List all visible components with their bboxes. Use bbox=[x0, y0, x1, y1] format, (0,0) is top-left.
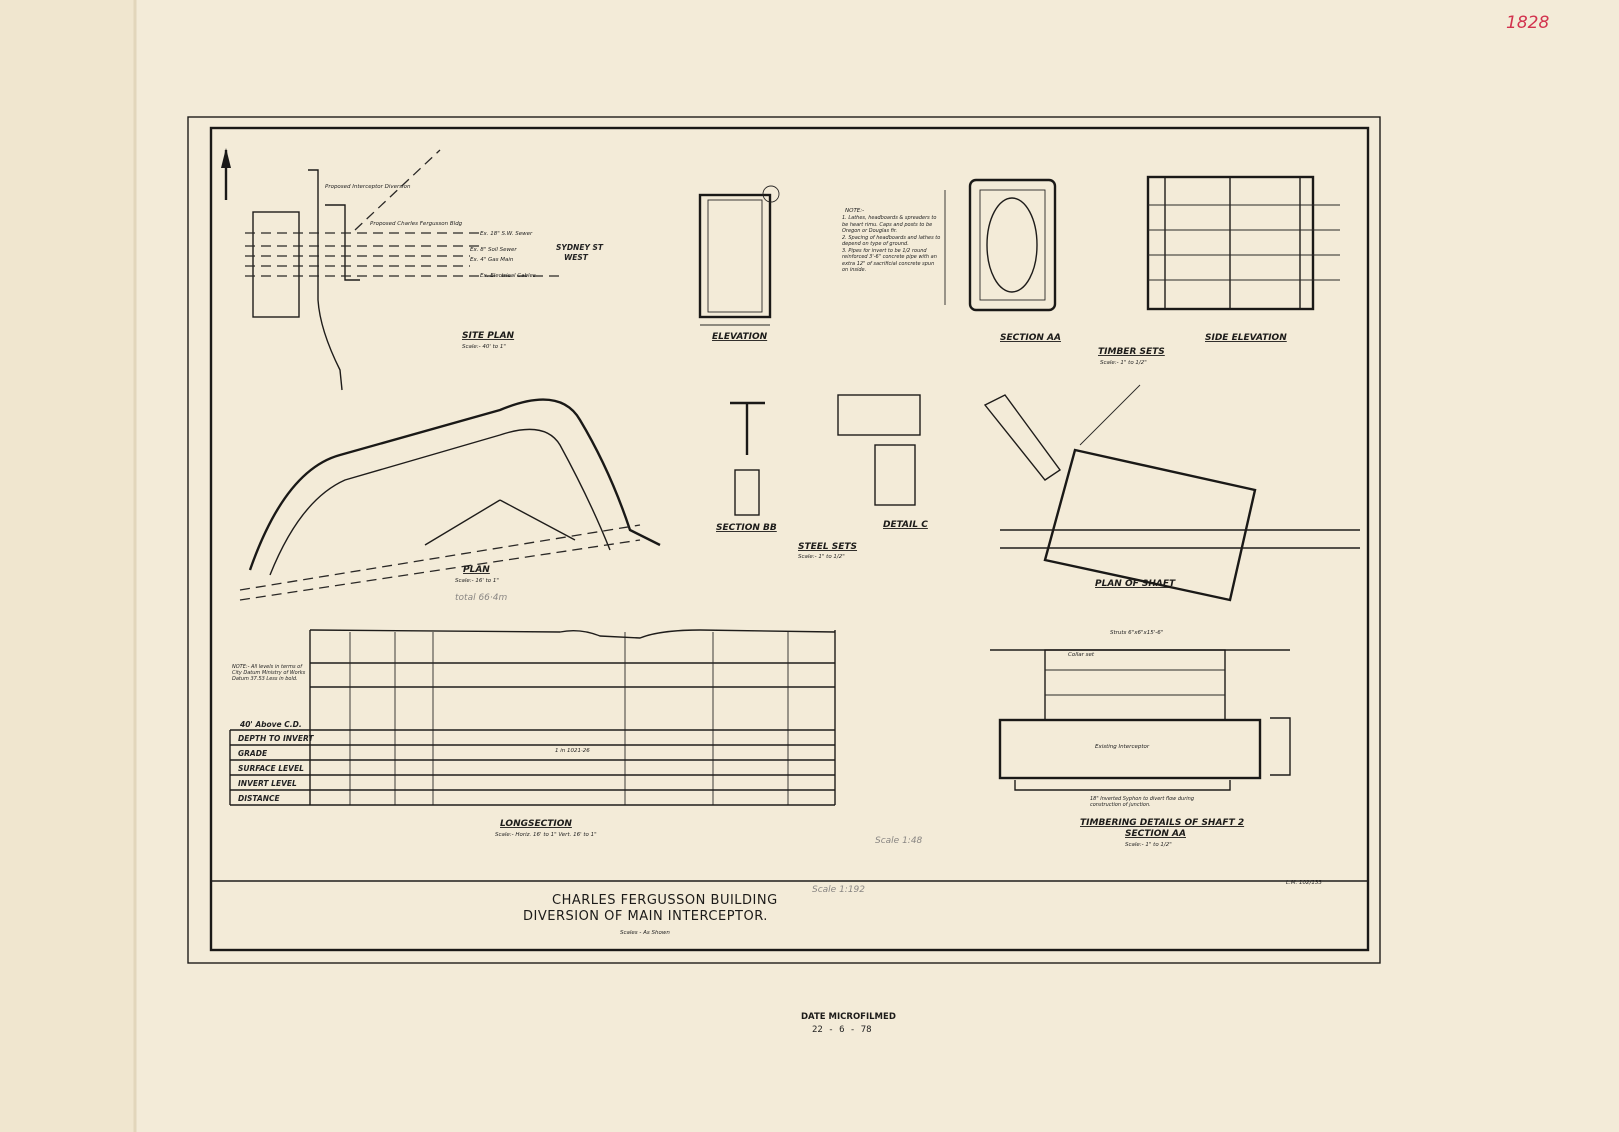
table-row-label: DISTANCE bbox=[238, 794, 281, 803]
label-soil-sewer: Ex. 8" Soil Sewer bbox=[470, 247, 517, 253]
site-plan-title: SITE PLAN bbox=[462, 331, 515, 341]
inner-border bbox=[209, 126, 1370, 952]
detail-c-title: DETAIL C bbox=[883, 520, 928, 530]
elevation-drawing bbox=[698, 185, 780, 326]
timbering-details-drawing bbox=[990, 649, 1291, 791]
outer-border bbox=[187, 116, 1381, 964]
plan-scale: Scale:- 16' to 1" bbox=[455, 578, 499, 584]
table-row-label: 40' Above C.D. bbox=[240, 720, 302, 729]
label-existing-interceptor: Existing Interceptor bbox=[1095, 744, 1150, 750]
label-proposed-building: Proposed Charles Fergusson Bldg bbox=[370, 221, 463, 227]
timbering-details-scale: Scale:- 1" to 1/2" bbox=[1125, 842, 1172, 848]
pencil-note: Scale 1:48 bbox=[875, 836, 923, 846]
steel-sets-drawing bbox=[730, 394, 921, 516]
timbering-details-subtitle: SECTION AA bbox=[1125, 829, 1186, 839]
elevation-title: ELEVATION bbox=[712, 332, 768, 342]
sheet-number: 1828 bbox=[1506, 13, 1549, 33]
longsection-drawing bbox=[229, 629, 836, 806]
label-gas-main: Ex. 4" Gas Main bbox=[470, 257, 514, 263]
street-name-suffix: WEST bbox=[564, 253, 589, 262]
section-aa-drawing bbox=[944, 178, 1057, 312]
longsection-title: LONGSECTION bbox=[500, 819, 572, 829]
microfilm-date: 22 - 6 - 78 bbox=[812, 1025, 872, 1035]
notes-block: NOTE:- 1. Lathes, headboards & spreaders… bbox=[842, 208, 941, 274]
microfilm-stamp-label: DATE MICROFILMED bbox=[801, 1012, 896, 1022]
table-row-label: INVERT LEVEL bbox=[238, 779, 297, 788]
plan-title: PLAN bbox=[463, 565, 490, 575]
longsection-scale: Scale:- Horiz. 16' to 1" Vert. 16' to 1" bbox=[495, 832, 597, 838]
table-row-label: SURFACE LEVEL bbox=[238, 764, 304, 773]
drawing-title-line1: CHARLES FERGUSSON BUILDING bbox=[552, 893, 778, 908]
site-plan-drawing: Ex. 18" S.W. Sewer Ex. 8" Soil Sewer Ex.… bbox=[245, 149, 604, 391]
label-electrical-cables: Ex. Electrical Cables bbox=[480, 273, 536, 279]
steel-sets-title: STEEL SETS bbox=[798, 542, 857, 552]
notes-heading: NOTE:- bbox=[845, 208, 864, 214]
plan-drawing bbox=[239, 398, 661, 601]
timbering-details-title: TIMBERING DETAILS OF SHAFT 2 bbox=[1080, 818, 1244, 828]
north-arrow-icon bbox=[221, 148, 231, 200]
note-item: 2. Spacing of headboards and lathes to d… bbox=[842, 234, 941, 248]
timber-sets-title: TIMBER SETS bbox=[1098, 347, 1165, 357]
section-aa-title: SECTION AA bbox=[1000, 333, 1061, 343]
timber-sets-scale: Scale:- 1" to 1/2" bbox=[1100, 360, 1147, 366]
plan-of-shaft-title: PLAN OF SHAFT bbox=[1095, 579, 1176, 589]
note-item: 3. Pipes for invert to be 1/2 round rein… bbox=[842, 247, 937, 274]
table-row-label: DEPTH TO INVERT bbox=[238, 734, 314, 743]
table-row-label: GRADE bbox=[238, 749, 268, 758]
longsection-note: NOTE:- All levels in terms of City Datum… bbox=[232, 664, 306, 682]
section-bb-title: SECTION BB bbox=[716, 523, 777, 533]
label-sw-sewer: Ex. 18" S.W. Sewer bbox=[480, 231, 533, 237]
side-elevation-title: SIDE ELEVATION bbox=[1205, 333, 1287, 343]
pencil-note: Scale 1:192 bbox=[812, 885, 865, 895]
drawing-number: L.M. 102/133 bbox=[1286, 880, 1322, 886]
plan-of-shaft-drawing bbox=[983, 384, 1360, 602]
street-name: SYDNEY ST bbox=[556, 243, 604, 252]
grade-value: 1 in 1021·26 bbox=[555, 748, 590, 754]
side-elevation-drawing bbox=[1146, 175, 1340, 311]
pencil-note: total 66·4m bbox=[455, 593, 507, 603]
drawing-scales: Scales - As Shown bbox=[620, 930, 670, 936]
site-plan-scale: Scale:- 40' to 1" bbox=[462, 344, 506, 350]
drawing-title-line2: DIVERSION OF MAIN INTERCEPTOR. bbox=[523, 909, 768, 924]
note-item: 1. Lathes, headboards & spreaders to be … bbox=[842, 215, 937, 234]
steel-sets-scale: Scale:- 1" to 1/2" bbox=[798, 554, 845, 560]
label-inverted-syphon: 18" Inverted Syphon to divert flow durin… bbox=[1090, 796, 1194, 808]
label-proposed-diversion: Proposed Interceptor Diversion bbox=[325, 184, 411, 190]
label-collar-set: Collar set bbox=[1068, 652, 1095, 658]
label-struts: Struts 6"x6"x15'-6" bbox=[1110, 630, 1163, 636]
margin-strip bbox=[0, 0, 135, 1132]
